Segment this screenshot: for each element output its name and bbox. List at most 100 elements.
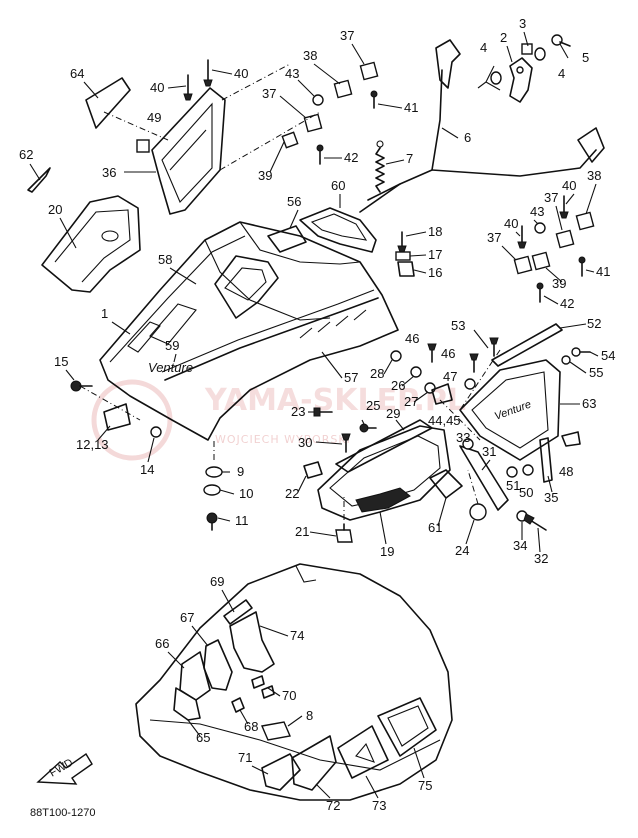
callout-38b: 38	[587, 168, 601, 183]
leader-lines	[29, 31, 599, 799]
part-38-clip-top	[359, 61, 379, 81]
callout-51: 51	[506, 478, 520, 493]
callout-39a: 39	[258, 168, 272, 183]
callout-2: 2	[500, 30, 507, 45]
part-29-rail	[335, 419, 433, 473]
part-23-screw	[313, 407, 333, 417]
callout-21: 21	[295, 524, 309, 539]
part-70-pad	[251, 675, 265, 689]
part-1-hood	[99, 221, 399, 441]
part-40-screw-left-b	[203, 59, 213, 87]
part-43-grommet-right	[534, 222, 546, 234]
part-46-screw-b	[469, 353, 479, 373]
part-9-washer	[205, 466, 223, 478]
part-60-gasket	[299, 207, 377, 253]
part-41-screw-right	[578, 256, 586, 277]
callout-16: 16	[428, 265, 442, 280]
callout-72: 72	[326, 798, 340, 813]
part-49-clip	[136, 139, 150, 153]
callout-62: 62	[19, 147, 33, 162]
part-47-washer	[464, 378, 476, 390]
callout-10: 10	[239, 486, 253, 501]
part-14-nut	[150, 426, 162, 438]
callout-14: 14	[140, 462, 154, 477]
callout-37c: 37	[544, 190, 558, 205]
callout-56: 56	[287, 194, 301, 209]
callout-41b: 41	[596, 264, 610, 279]
callout-69: 69	[210, 574, 224, 589]
part-26-washer	[410, 366, 422, 378]
callout-20: 20	[48, 202, 62, 217]
callout-11: 11	[235, 513, 249, 528]
fwd-arrow-icon: FWD	[36, 752, 93, 785]
callout-7: 7	[406, 151, 413, 166]
part-48-clip	[561, 431, 581, 447]
callout-32: 32	[534, 551, 548, 566]
callout-46b: 46	[441, 346, 455, 361]
part-38-clip-right	[575, 211, 595, 231]
part-64-panel	[85, 77, 131, 129]
callout-22: 22	[285, 486, 299, 501]
part-37-clip-right-a	[555, 229, 575, 249]
part-53-screw	[489, 337, 499, 357]
part-28-clip	[390, 350, 402, 362]
part-39-clip-right	[531, 251, 551, 271]
part-44-45-bracket	[431, 383, 453, 405]
part-41-screw-top	[370, 90, 378, 109]
part-46-screw-a	[427, 343, 437, 363]
part-24-grommet	[469, 503, 487, 521]
callout-42b: 42	[560, 296, 574, 311]
callout-27: 27	[404, 394, 418, 409]
callout-49: 49	[147, 110, 161, 125]
callout-40c: 40	[562, 178, 576, 193]
part-55-washer	[561, 355, 571, 365]
callout-71: 71	[238, 750, 252, 765]
part-10-washer	[203, 484, 221, 496]
callout-4b: 4	[558, 66, 565, 81]
part-54-bolt	[571, 347, 591, 357]
part-40-screw-right-b	[517, 225, 527, 249]
callout-30: 30	[298, 435, 312, 450]
part-37-clip-right-b	[513, 255, 533, 275]
callout-1: 1	[101, 306, 108, 321]
part-4-washer-b	[534, 47, 546, 61]
part-75-pad	[377, 697, 437, 757]
callout-12-13: 12,13	[76, 437, 109, 452]
callout-74: 74	[290, 628, 304, 643]
callout-17: 17	[428, 247, 442, 262]
callout-3: 3	[519, 16, 526, 31]
callout-43a: 43	[285, 66, 299, 81]
part-21-nut	[335, 523, 353, 543]
part-17-clip	[395, 251, 411, 261]
callout-60: 60	[331, 178, 345, 193]
watermark: YAMA-SKLEP.PL WOJCIECH WYBORSKI	[91, 379, 466, 461]
callout-8: 8	[306, 708, 313, 723]
callout-23: 23	[291, 404, 305, 419]
part-52-strip	[491, 323, 563, 367]
part-63-decal-text: Venture	[493, 399, 533, 423]
part-5-bolt	[551, 34, 571, 47]
watermark-sub: WOJCIECH WYBORSKI	[215, 433, 351, 446]
part-6-end	[577, 127, 605, 163]
part-42-screw-top	[316, 144, 324, 165]
callout-35: 35	[544, 490, 558, 505]
callout-61: 61	[428, 520, 442, 535]
callout-18: 18	[428, 224, 442, 239]
callout-29: 29	[386, 406, 400, 421]
part-66-pad	[179, 651, 211, 701]
callout-5: 5	[582, 50, 589, 65]
part-69-strip	[223, 599, 253, 625]
part-62-strip	[27, 167, 51, 193]
callout-40a: 40	[150, 80, 164, 95]
callout-57: 57	[344, 370, 358, 385]
part-65-pad	[173, 687, 201, 721]
callout-28: 28	[370, 366, 384, 381]
callout-63: 63	[582, 396, 596, 411]
part-11-screw	[206, 512, 218, 531]
part-63-panel	[459, 359, 561, 461]
part-15-bolt	[70, 380, 93, 392]
part-36-side-panel	[151, 87, 226, 215]
part-71-pad	[261, 753, 301, 791]
callout-43b: 43	[530, 204, 544, 219]
